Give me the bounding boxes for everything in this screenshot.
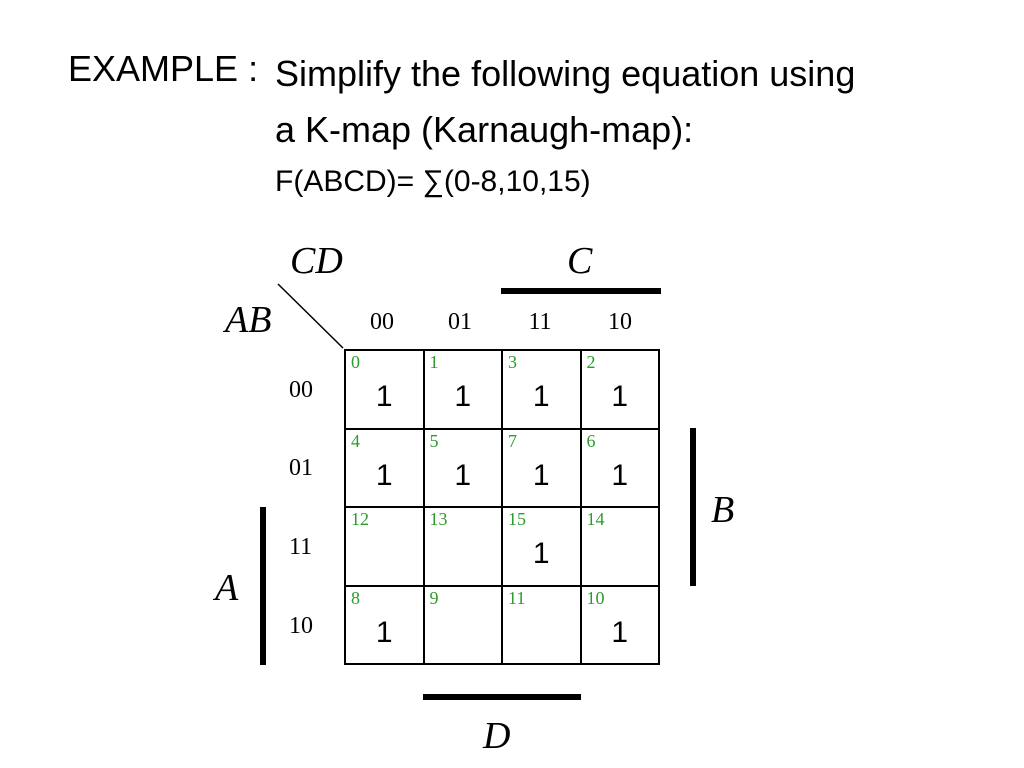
- kmap-grid: 0 1 1 1 3 1 2 1 4 1 5 1 7 1 6 1: [344, 349, 660, 665]
- col-code: 01: [448, 309, 472, 335]
- row-code: 01: [289, 455, 313, 481]
- bar-label-d: D: [483, 715, 511, 757]
- row-code: 10: [289, 613, 313, 639]
- bar-d: [423, 694, 581, 700]
- kmap-cell: 12: [346, 508, 425, 587]
- minterm-index: 1: [429, 352, 439, 372]
- minterm-index: 10: [586, 587, 605, 608]
- kmap-cell: 13: [424, 508, 503, 587]
- heading-text: Simplify the following equation using a …: [275, 46, 855, 158]
- col-variable-label: CD: [290, 240, 343, 282]
- kmap-cell: 11: [503, 586, 582, 665]
- minterm-index: 2: [586, 352, 596, 372]
- minterm-index: 8: [351, 587, 360, 608]
- kmap-cell: 2 1: [581, 351, 660, 430]
- minterm-index: 6: [586, 430, 596, 451]
- kmap-cell: 9: [424, 586, 503, 665]
- cell-value: 1: [532, 537, 550, 570]
- cell-value: 1: [611, 380, 629, 413]
- minterm-index: 7: [508, 430, 517, 451]
- cell-value: 1: [532, 458, 550, 492]
- row-variable-label: AB: [225, 299, 272, 341]
- bar-label-b: B: [711, 489, 735, 531]
- kmap-cell: 10 1: [581, 586, 660, 665]
- minterm-index: 14: [586, 509, 605, 529]
- minterm-index: 0: [351, 352, 360, 372]
- heading-line-1: Simplify the following equation using: [275, 53, 856, 94]
- kmap-cell: 15 1: [503, 508, 582, 587]
- minterm-index: 15: [508, 509, 526, 529]
- cell-value: 1: [532, 380, 550, 413]
- cell-value: 1: [375, 458, 393, 492]
- heading-prefix: EXAMPLE :: [68, 48, 259, 89]
- kmap-cell: 0 1: [346, 351, 425, 430]
- bar-label-c: C: [567, 240, 593, 282]
- bar-a: [260, 507, 266, 665]
- kmap-cell: 1 1: [424, 351, 503, 430]
- col-code: 11: [528, 309, 552, 335]
- kmap-cell: 3 1: [503, 351, 582, 430]
- bar-label-a: A: [215, 567, 239, 609]
- cell-value: 1: [454, 380, 472, 413]
- minterm-index: 5: [429, 430, 439, 451]
- col-code: 10: [608, 309, 632, 335]
- bar-b: [690, 428, 696, 586]
- col-code: 00: [370, 309, 394, 335]
- row-code: 11: [289, 534, 313, 560]
- heading-line-2: a K-map (Karnaugh-map):: [275, 109, 694, 150]
- row-code: 00: [289, 377, 313, 403]
- kmap-cell: 6 1: [581, 429, 660, 508]
- kmap-cell: 7 1: [503, 429, 582, 508]
- bar-c: [501, 288, 661, 294]
- minterm-index: 4: [351, 430, 360, 451]
- function-expression: F(ABCD)= ∑(0-8,10,15): [275, 165, 591, 198]
- kmap-cell: 8 1: [346, 586, 425, 665]
- kmap-cell: 4 1: [346, 429, 425, 508]
- minterm-index: 12: [351, 509, 369, 529]
- cell-value: 1: [611, 615, 629, 649]
- kmap-cell: 14: [581, 508, 660, 587]
- minterm-index: 3: [508, 352, 517, 372]
- cell-value: 1: [611, 458, 629, 492]
- kmap-cell: 5 1: [424, 429, 503, 508]
- cell-value: 1: [375, 615, 393, 649]
- cell-value: 1: [454, 458, 472, 492]
- cell-value: 1: [375, 380, 393, 413]
- minterm-index: 9: [429, 587, 439, 608]
- minterm-index: 13: [429, 509, 448, 529]
- minterm-index: 11: [508, 587, 526, 608]
